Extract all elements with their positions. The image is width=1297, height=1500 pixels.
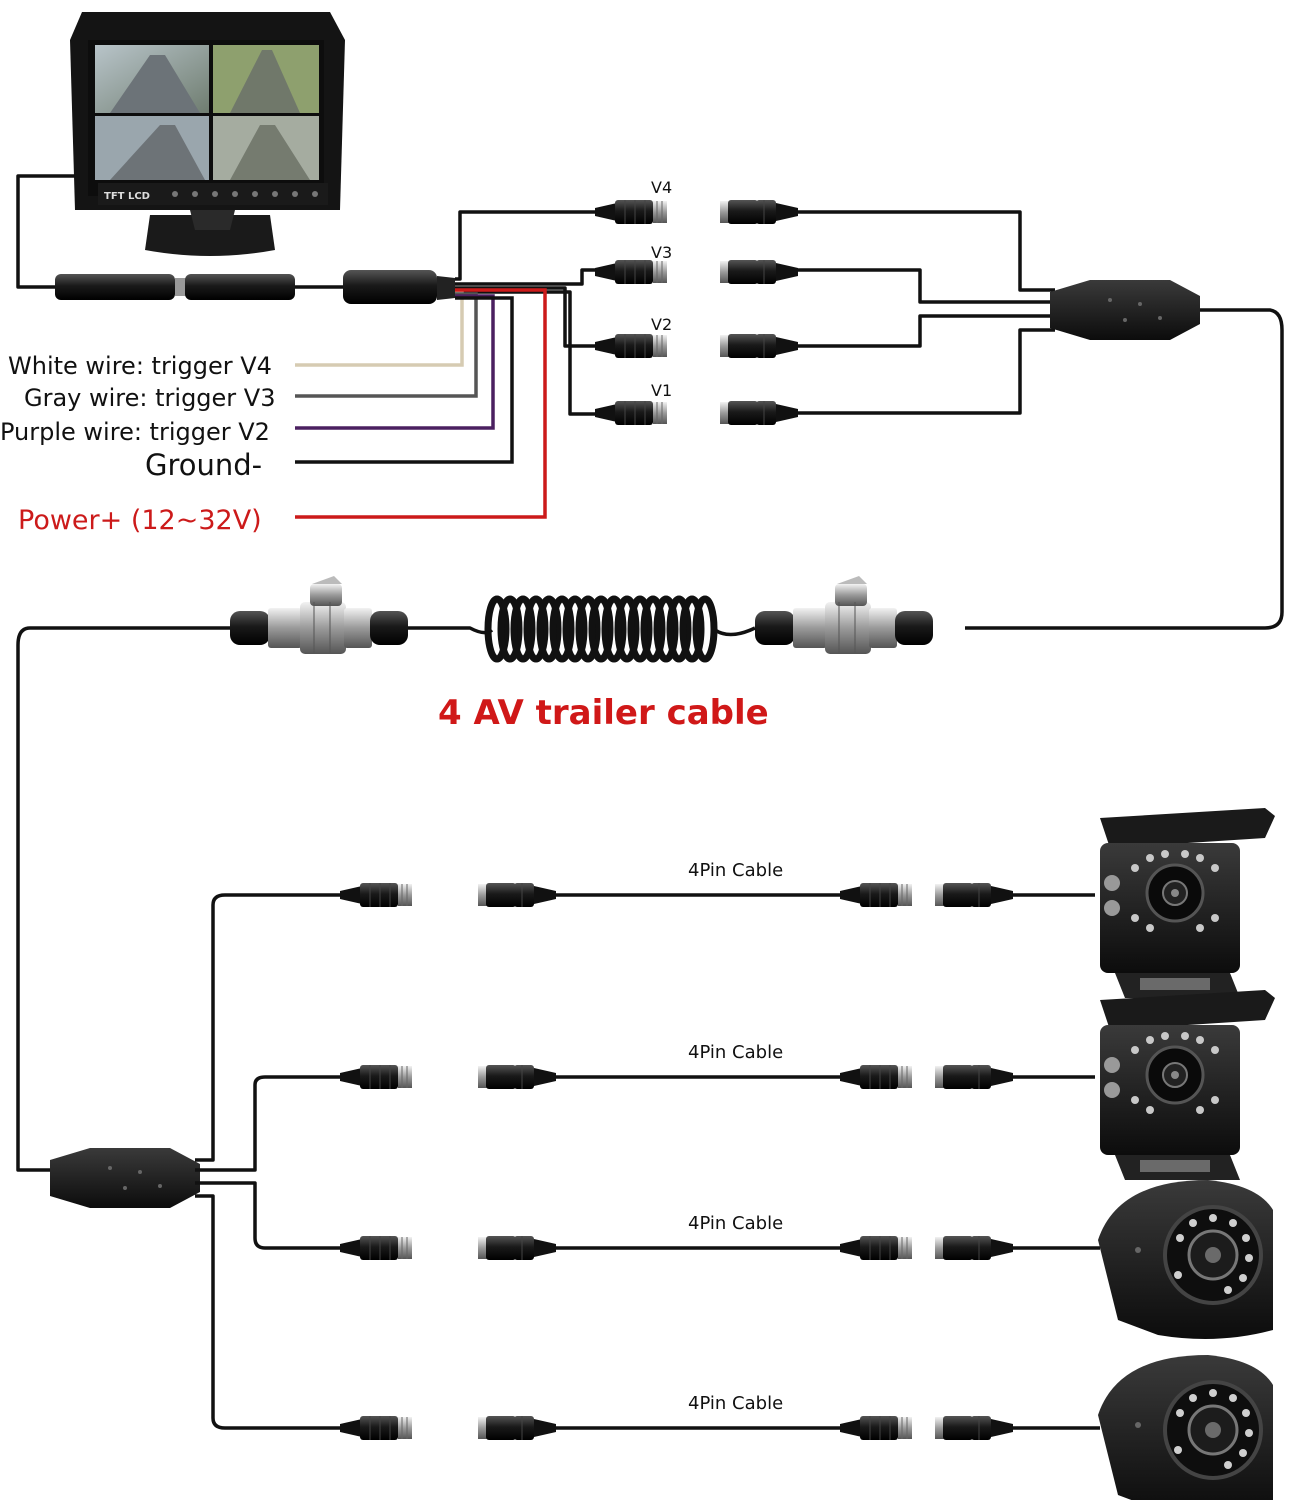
- trailer-cable: [16, 575, 934, 1172]
- coil-loop: [692, 595, 718, 663]
- monitor-plug: [55, 274, 175, 300]
- coil-loop: [653, 595, 679, 663]
- coiled-cable: [484, 595, 718, 663]
- label-v2: V2: [651, 315, 672, 334]
- label-ground: Ground-: [145, 448, 262, 482]
- coil-loop: [601, 595, 627, 663]
- label-white-wire: White wire: trigger V4: [8, 352, 272, 380]
- cable-label-3: 4Pin Cable: [688, 1213, 783, 1234]
- cable-label-1: 4Pin Cable: [688, 860, 783, 881]
- input-connectors: [594, 199, 799, 426]
- ground-wire: [295, 296, 514, 464]
- trigger-v3-wire: [295, 292, 478, 398]
- coil-loop: [562, 595, 588, 663]
- coil-loop: [536, 595, 562, 663]
- label-gray-wire: Gray wire: trigger V3: [24, 384, 275, 412]
- splitter-top: [1050, 280, 1200, 340]
- monitor: TFT LCD: [70, 12, 345, 256]
- label-purple-wire: Purple wire: trigger V2: [0, 418, 270, 446]
- coil-loop: [679, 595, 705, 663]
- main-harness-connector: [343, 270, 437, 304]
- label-power: Power+ (12~32V): [18, 505, 262, 536]
- label-v3: V3: [651, 243, 672, 262]
- label-v4: V4: [651, 178, 672, 197]
- coil-loop: [510, 595, 536, 663]
- dome-camera-1: [1096, 1178, 1275, 1341]
- harness-leads: [295, 210, 595, 519]
- box-camera-1: [1098, 806, 1277, 1000]
- label-v1: V1: [651, 381, 672, 400]
- camera-cable-row-2: [339, 1064, 1095, 1090]
- power-wire: [295, 288, 547, 519]
- camera-cable-row-1: [339, 882, 1095, 908]
- monitor-brand: TFT LCD: [104, 191, 150, 202]
- trigger-v2-wire: [295, 294, 495, 430]
- coil-loop: [588, 595, 614, 663]
- coil-loop: [666, 595, 692, 663]
- dome-camera-2: [1096, 1353, 1275, 1500]
- trigger-v4-wire: [295, 290, 464, 367]
- coil-loop: [575, 595, 601, 663]
- coil-loop: [640, 595, 666, 663]
- coil-loop: [614, 595, 640, 663]
- trailer-cable-title: 4 AV trailer cable: [438, 693, 769, 733]
- camera-cable-row-4: [339, 1415, 1100, 1441]
- coil-loop: [549, 595, 575, 663]
- cable-label-4: 4Pin Cable: [688, 1393, 783, 1414]
- coil-loop: [523, 595, 549, 663]
- coil-loop: [484, 595, 510, 663]
- coil-loop: [627, 595, 653, 663]
- cable-label-2: 4Pin Cable: [688, 1042, 783, 1063]
- camera-cable-row-3: [339, 1235, 1100, 1261]
- monitor-socket: [185, 274, 295, 300]
- coil-loop: [497, 595, 523, 663]
- splitter-bottom: [50, 1148, 200, 1208]
- monitor-cable: [16, 174, 455, 304]
- box-camera-2: [1098, 988, 1277, 1182]
